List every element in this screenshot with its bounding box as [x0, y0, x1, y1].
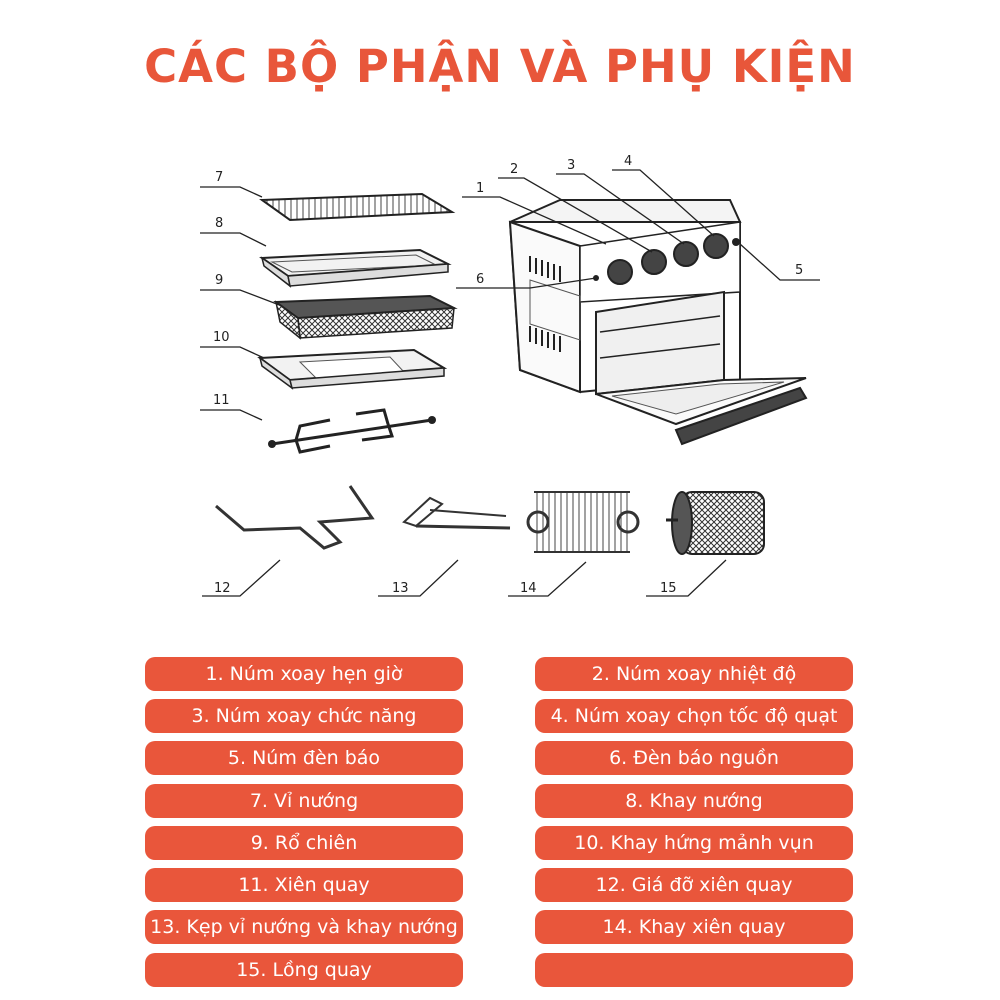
legend-item-11: 11. Xiên quay — [145, 868, 463, 902]
parts-diagram: 7 8 9 10 11 1 2 3 4 5 6 12 13 14 15 — [200, 154, 820, 597]
legend-item-2: 2. Núm xoay nhiệt độ — [535, 657, 853, 691]
baking-tray — [259, 248, 452, 288]
legend-item-10: 10. Khay hứng mảnh vụn — [535, 826, 853, 860]
legend-item-empty — [535, 953, 853, 987]
legend-item-8: 8. Khay nướng — [535, 784, 853, 818]
callout-4: 4 — [624, 154, 632, 169]
legend-item-14: 14. Khay xiên quay — [535, 910, 853, 944]
callout-7: 7 — [215, 170, 223, 185]
callout-13: 13 — [392, 581, 409, 596]
legend-item-15: 15. Lồng quay — [145, 953, 463, 987]
fry-basket — [273, 294, 458, 340]
spit-holder — [215, 485, 375, 550]
tray-clamp — [402, 496, 511, 530]
legend-item-6: 6. Đèn báo nguồn — [535, 741, 853, 775]
legend-item-1: 1. Núm xoay hẹn giờ — [145, 657, 463, 691]
legend-item-13: 13. Kẹp vỉ nướng và khay nướng — [145, 910, 463, 944]
callout-1: 1 — [476, 181, 484, 196]
rotisserie-spit — [268, 408, 436, 454]
callout-11: 11 — [213, 393, 230, 408]
callout-8: 8 — [215, 216, 223, 231]
callout-2: 2 — [510, 162, 518, 177]
callout-12: 12 — [214, 581, 231, 596]
leader-lines — [200, 169, 820, 597]
legend-item-9: 9. Rổ chiên — [145, 826, 463, 860]
callout-5: 5 — [795, 263, 803, 278]
legend-item-5: 5. Núm đèn báo — [145, 741, 463, 775]
oven-illustration — [508, 199, 808, 446]
callout-10: 10 — [213, 330, 230, 345]
callout-3: 3 — [567, 158, 575, 173]
kebab-rack — [526, 491, 640, 553]
callout-numbers: 7 8 9 10 11 1 2 3 4 5 6 12 13 14 15 — [213, 154, 803, 596]
legend-item-7: 7. Vỉ nướng — [145, 784, 463, 818]
crumb-tray — [257, 348, 448, 390]
callout-6: 6 — [476, 272, 484, 287]
wire-rack — [259, 192, 456, 222]
callout-15: 15 — [660, 581, 677, 596]
callout-14: 14 — [520, 581, 537, 596]
callout-9: 9 — [215, 273, 223, 288]
legend-item-3: 3. Núm xoay chức năng — [145, 699, 463, 733]
rotisserie-cage — [666, 491, 765, 555]
legend-item-4: 4. Núm xoay chọn tốc độ quạt — [535, 699, 853, 733]
legend-item-12: 12. Giá đỡ xiên quay — [535, 868, 853, 902]
page-title: CÁC BỘ PHẬN VÀ PHỤ KIỆN — [144, 40, 856, 93]
